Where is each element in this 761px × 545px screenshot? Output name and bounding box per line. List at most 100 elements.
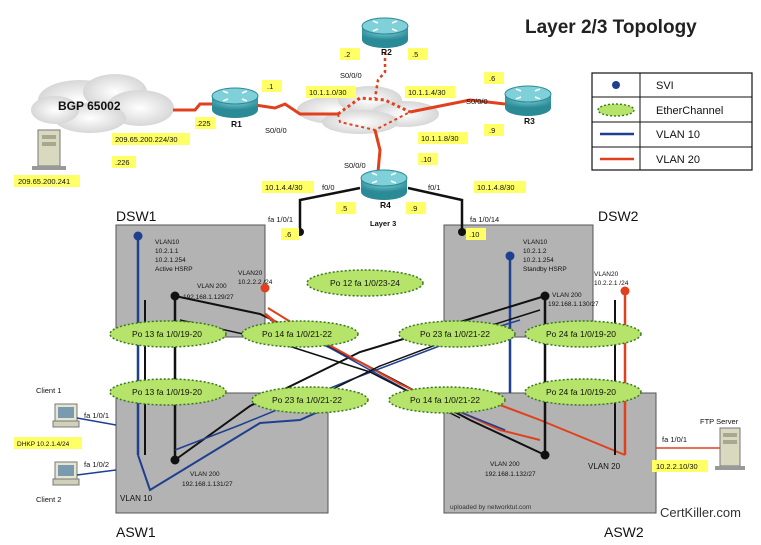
r2-name: R2 [381, 47, 392, 57]
bgp-subnet: 209.65.200.224/30 [115, 135, 178, 144]
r2-left-ip: .2 [344, 50, 350, 59]
po12-ellipse [306, 269, 424, 297]
po13-bot-label: Po 13 fa 1/0/19-20 [132, 387, 202, 397]
po24-top-label: Po 24 fa 1/0/19-20 [546, 329, 616, 339]
dsw1-uplink-ip: .6 [285, 230, 291, 239]
dsw2-vlan-info: VLAN10 10.2.1.2 10.2.1.254 Standby HSRP … [523, 239, 629, 308]
po14-bot-label: Po 14 fa 1/0/21-22 [410, 395, 480, 405]
router-r3-icon [504, 85, 552, 116]
client1-link [76, 417, 117, 426]
po23-bot-ellipse [251, 386, 369, 414]
r2-serial-iface: S0/0/0 [340, 71, 362, 80]
svg-text:10.2.2.2 /24: 10.2.2.2 /24 [238, 279, 273, 286]
svg-text:192.168.1.129/27: 192.168.1.129/27 [183, 294, 234, 301]
bgp-server-ip: 209.65.200.241 [18, 177, 70, 186]
po24-bot-ellipse [524, 378, 642, 406]
bgp-server-icon [32, 129, 66, 170]
po12-label: Po 12 fa 1/0/23-24 [330, 278, 400, 288]
client1-port: fa 1/0/1 [84, 411, 109, 420]
po14-bot-ellipse [388, 386, 506, 414]
dsw2-uplink-ip: .10 [469, 230, 479, 239]
r4-f00-iface: f0/0 [322, 183, 335, 192]
r1-serial-iface: S0/0/0 [265, 126, 287, 135]
svg-text:VLAN10: VLAN10 [523, 239, 548, 246]
bgp-server-side-ip: .226 [115, 158, 130, 167]
client1-name: Client 1 [36, 386, 61, 395]
wan-frame-links-2 [337, 111, 411, 132]
svg-text:192.168.1.130/27: 192.168.1.130/27 [548, 301, 599, 308]
client2-port: fa 1/0/2 [84, 460, 109, 469]
r4-dsw2-link [407, 186, 464, 232]
dsw1-uplink-port: fa 1/0/1 [268, 215, 293, 224]
r3-serial-iface: S0/0/0 [466, 97, 488, 106]
svg-text:VLAN20: VLAN20 [238, 270, 263, 277]
r3-bottom-ip: .9 [489, 126, 495, 135]
po24-top-ellipse [524, 320, 642, 348]
r3-top-ip: .6 [489, 74, 495, 83]
svg-text:VLAN 200: VLAN 200 [552, 292, 582, 299]
r1-wan-link [254, 102, 338, 116]
legend-label-vlan10: VLAN 10 [656, 129, 700, 141]
subnet-r3-r4: 10.1.1.8/30 [421, 134, 459, 143]
r3-wan-link [409, 98, 506, 114]
wan-frame-links [337, 96, 411, 116]
dsw1-box [115, 224, 266, 338]
dsw1-vlan200-svi-dot [170, 291, 180, 301]
r2-wan-link [373, 52, 387, 99]
po23-top-label: Po 23 fa 1/0/21-22 [420, 329, 490, 339]
bgp-cloud [31, 74, 174, 133]
dsw2-vlan10-svi-dot [505, 251, 515, 261]
asw2-vlan-info: VLAN 200 192.168.1.132/27 VLAN 20 [485, 461, 621, 478]
po13-bot-ellipse [109, 378, 227, 406]
r1-ip-label: .1 [267, 82, 273, 91]
po23-top-ellipse [398, 320, 516, 348]
client1-icon [52, 403, 80, 428]
svg-text:VLAN 200: VLAN 200 [190, 471, 220, 478]
svg-text:VLAN 20: VLAN 20 [588, 462, 621, 471]
po13-top-ellipse [109, 320, 227, 348]
svg-text:192.168.1.131/27: 192.168.1.131/27 [182, 481, 233, 488]
subnet-r4-dsw2: 10.1.4.8/30 [477, 183, 515, 192]
r4-dsw1-link [298, 186, 361, 232]
r4-top-ip: .10 [421, 155, 431, 164]
dsw1-vlan10-svi-dot [133, 231, 143, 241]
r1-name: R1 [231, 119, 242, 129]
ftp-port: fa 1/0/1 [662, 435, 687, 444]
dsw2-vlan20-svi-dot [620, 286, 630, 296]
svg-text:10.2.1.1: 10.2.1.1 [155, 248, 179, 255]
r1-bgp-ip: .225 [196, 119, 211, 128]
etherchannels: Po 12 fa 1/0/23-24 Po 13 fa 1/0/19-20 Po… [109, 269, 642, 414]
ftp-name: FTP Server [700, 417, 739, 426]
asw1-vlan-info: VLAN 200 192.168.1.131/27 VLAN 10 [120, 471, 233, 503]
layer3-label: Layer 3 [370, 219, 396, 228]
po13-top-label: Po 13 fa 1/0/19-20 [132, 329, 202, 339]
r4-f01-iface: f0/1 [428, 183, 441, 192]
dsw2-uplink-dot [458, 228, 466, 236]
r2-right-ip: .5 [412, 50, 418, 59]
r4-wan-link [373, 129, 382, 173]
asw2-vlan200-svi-dot [540, 450, 550, 460]
svg-text:VLAN10: VLAN10 [155, 239, 180, 246]
etherchannel-ellipse-icon [597, 103, 635, 117]
svg-text:VLAN 10: VLAN 10 [120, 494, 153, 503]
bgp-label: BGP 65002 [58, 99, 121, 113]
dsw2-label: DSW2 [598, 208, 639, 224]
asw2-label: ASW2 [604, 524, 644, 540]
po24-bot-label: Po 24 fa 1/0/19-20 [546, 387, 616, 397]
dsw2-vlan200-svi-dot [540, 291, 550, 301]
r4-name: R4 [380, 200, 391, 210]
asw1-label: ASW1 [116, 524, 156, 540]
svi-dot-icon [612, 81, 620, 89]
router-r2-icon [361, 17, 409, 48]
client1-dhcp: DHKP 10.2.1.4/24 [17, 441, 70, 448]
ip-labels: .1 .2 .5 .6 .9 10.1.1.0/30 10.1.1.4/30 1… [14, 48, 708, 472]
bgp-r1-link [173, 102, 215, 112]
svg-text:VLAN20: VLAN20 [594, 271, 619, 278]
asw1-vlan200-svi-dot [170, 455, 180, 465]
legend-label-etherchannel: EtherChannel [656, 105, 723, 117]
subnet-r1-r2: 10.1.1.0/30 [309, 88, 347, 97]
client2-name: Client 2 [36, 495, 61, 504]
subnet-r2-r3: 10.1.1.4/30 [408, 88, 446, 97]
